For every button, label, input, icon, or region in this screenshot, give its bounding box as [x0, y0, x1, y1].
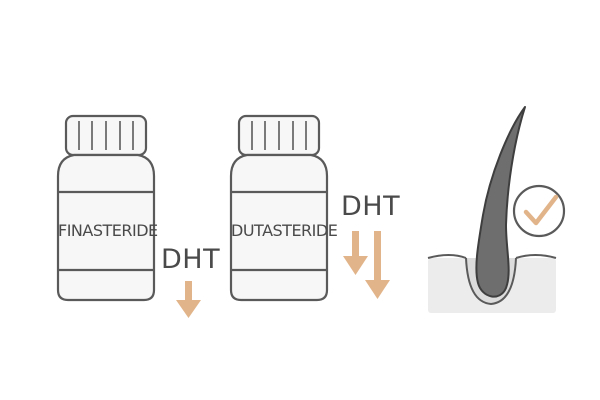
skin-surface-right — [515, 254, 557, 259]
checkmark-icon — [512, 184, 566, 238]
dutasteride-dht-label: DHT — [341, 191, 401, 222]
dht-strong-decrease-arrows — [343, 231, 390, 299]
skin-surface-left — [427, 254, 467, 259]
finasteride-label: FINASTERIDE — [58, 221, 158, 240]
finasteride-bottle — [56, 114, 156, 302]
dht-decrease-arrow — [176, 281, 201, 318]
follicle-outline — [465, 257, 517, 306]
finasteride-dht-label: DHT — [161, 244, 221, 275]
hair-strand — [475, 106, 526, 298]
cap-ridges — [78, 121, 134, 150]
cap-ridges — [251, 121, 307, 150]
dutasteride-label: DUTASTERIDE — [231, 221, 338, 240]
hair-follicle — [427, 106, 557, 313]
dutasteride-bottle — [229, 114, 329, 302]
